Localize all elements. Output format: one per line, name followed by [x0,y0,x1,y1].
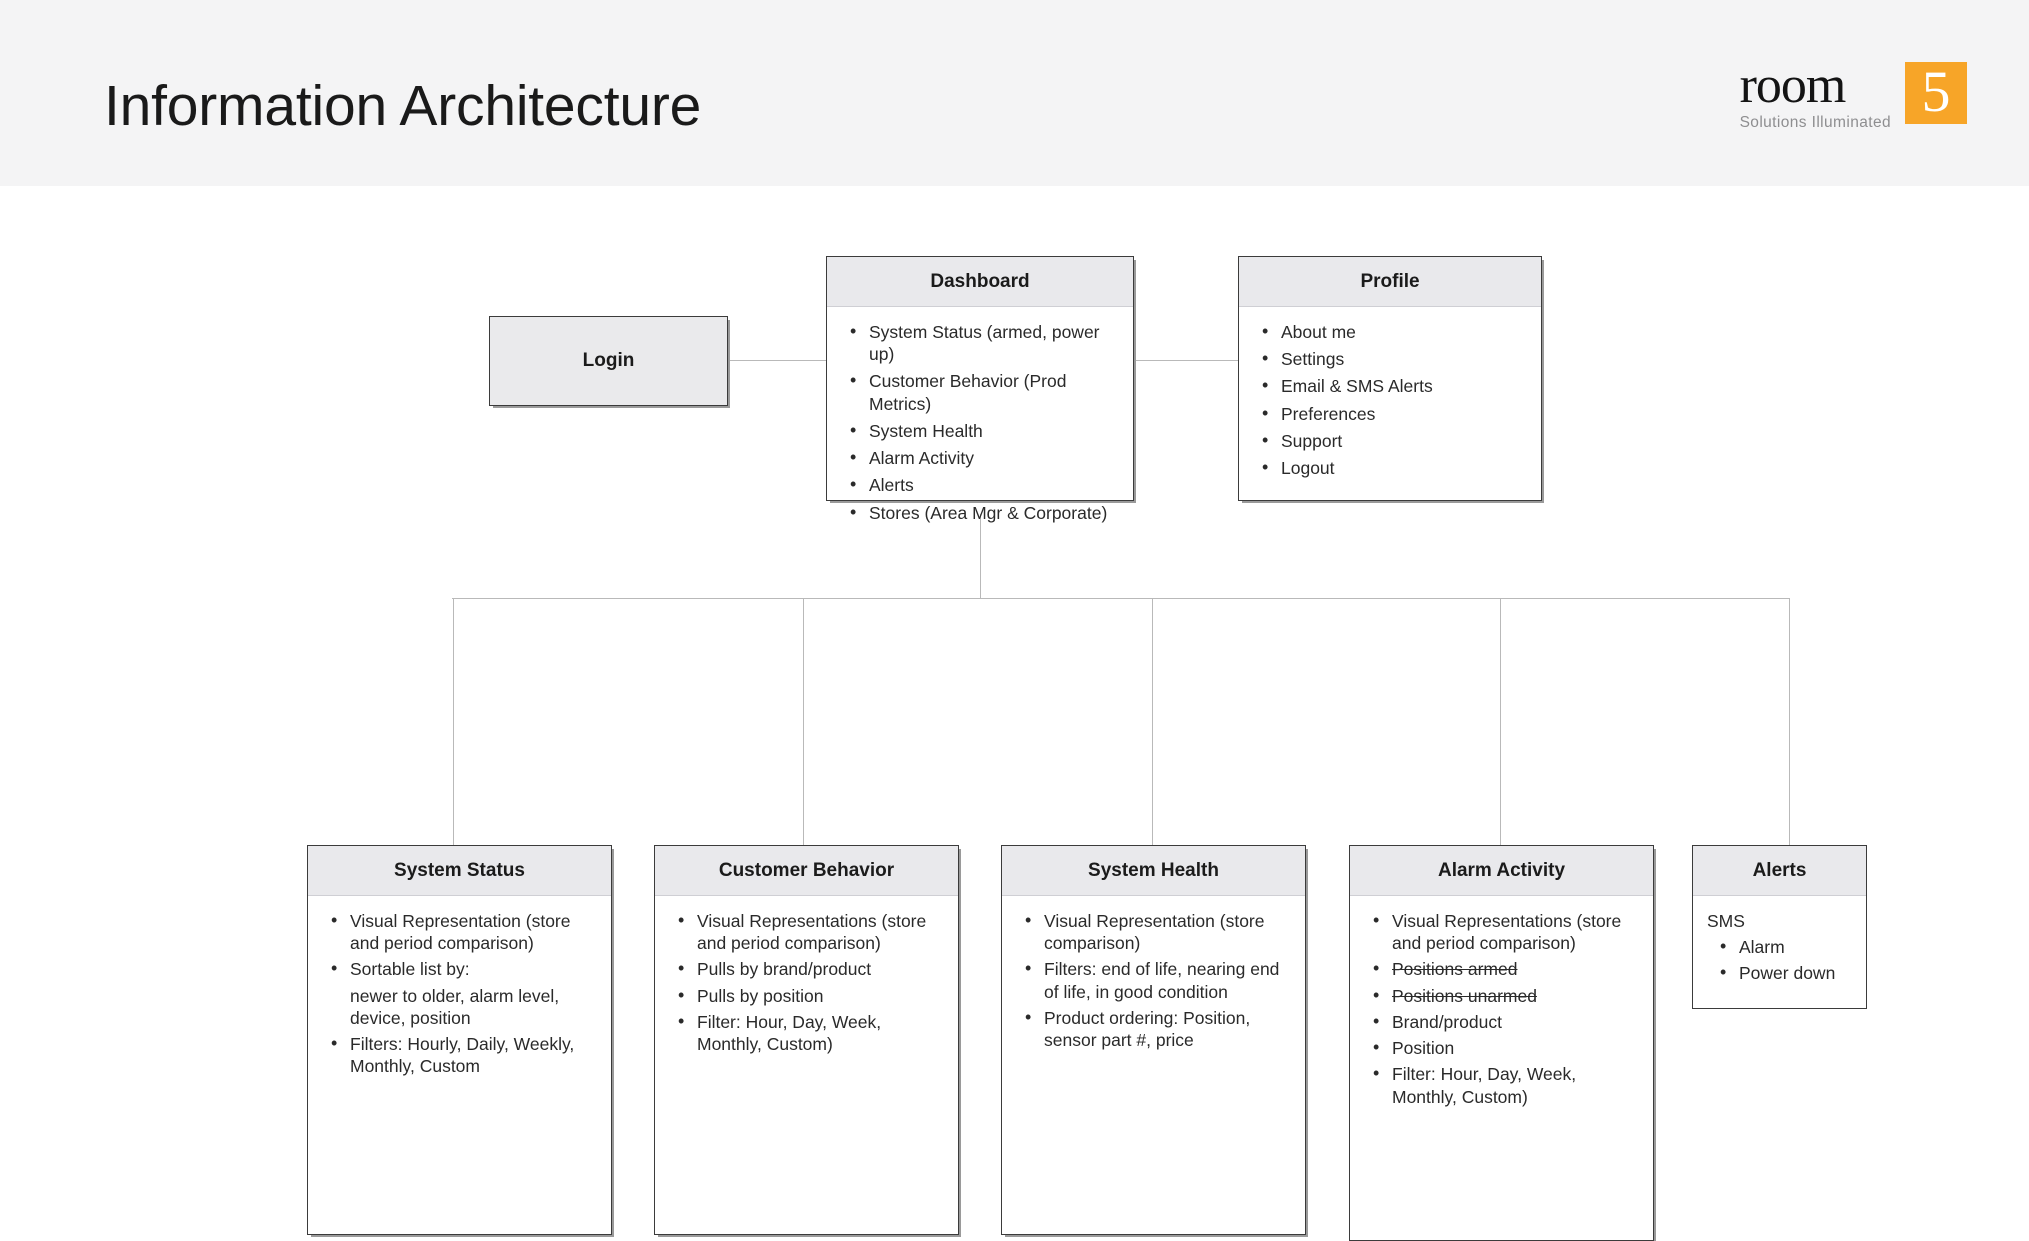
node-dashboard-title: Dashboard [827,257,1133,307]
profile-item-list: About me Settings Email & SMS Alerts Pre… [1255,320,1527,479]
list-item[interactable]: Stores (Area Mgr & Corporate) [850,501,1119,524]
node-system-health-body: Visual Representation (store comparison)… [1002,896,1305,1067]
node-alerts-body: SMS Alarm Power down [1693,896,1866,1001]
list-item[interactable]: Filters: end of life, nearing end of lif… [1025,957,1291,1002]
node-system-status[interactable]: System Status Visual Representation (sto… [307,845,612,1235]
system-health-item-list: Visual Representation (store comparison)… [1018,909,1291,1051]
node-system-status-title: System Status [308,846,611,896]
list-item[interactable]: System Health [850,419,1119,442]
list-item[interactable]: Logout [1262,456,1527,479]
node-customer-behavior-body: Visual Representations (store and period… [655,896,958,1071]
list-item[interactable]: Settings [1262,347,1527,370]
alerts-item-list: Alarm Power down [1707,935,1852,984]
logo-mark-icon: 5 [1905,62,1967,124]
node-system-status-body: Visual Representation (store and period … [308,896,611,1094]
list-item[interactable]: Brand/product [1373,1010,1639,1033]
list-item[interactable]: Preferences [1262,402,1527,425]
node-dashboard[interactable]: Dashboard System Status (armed, power up… [826,256,1134,524]
connector-login-to-dashboard [727,360,826,361]
node-profile[interactable]: Profile About me Settings Email & SMS Al… [1238,256,1542,501]
list-item[interactable]: Support [1262,429,1527,452]
list-item[interactable]: About me [1262,320,1527,343]
list-item[interactable]: Visual Representations (store and period… [678,909,944,954]
list-item[interactable]: Alarm [1720,935,1852,958]
logo-text-block: room Solutions Illuminated [1739,57,1905,132]
connector-drop-alarm-activity [1500,598,1501,845]
information-architecture-diagram: Login Dashboard System Status (armed, po… [0,186,2029,1241]
connector-horizontal-bus [452,598,1790,599]
list-item[interactable]: Alerts [850,473,1119,496]
node-customer-behavior[interactable]: Customer Behavior Visual Representations… [654,845,959,1235]
node-alarm-activity[interactable]: Alarm Activity Visual Representations (s… [1349,845,1654,1241]
connector-dashboard-to-profile [1134,360,1238,361]
logo-wordmark: room [1739,57,1847,114]
node-system-health[interactable]: System Health Visual Representation (sto… [1001,845,1306,1235]
node-profile-title: Profile [1239,257,1541,307]
list-item[interactable]: Customer Behavior (Prod Metrics) [850,369,1119,414]
list-item[interactable]: Position [1373,1036,1639,1059]
list-item[interactable]: System Status (armed, power up) [850,320,1119,365]
connector-drop-customer-behavior [803,598,804,845]
list-item-struck[interactable]: Positions armed [1373,957,1639,980]
list-item[interactable]: Pulls by position [678,984,944,1007]
alarm-activity-item-list: Visual Representations (store and period… [1366,909,1639,1108]
node-profile-body: About me Settings Email & SMS Alerts Pre… [1239,307,1541,496]
node-login[interactable]: Login [489,316,728,406]
list-item[interactable]: Alarm Activity [850,446,1119,469]
connector-dashboard-stem [980,514,981,599]
list-item[interactable]: Pulls by brand/product [678,957,944,980]
page-title: Information Architecture [104,74,702,138]
node-dashboard-body: System Status (armed, power up) Customer… [827,307,1133,541]
customer-behavior-item-list: Visual Representations (store and period… [671,909,944,1055]
list-item[interactable]: Visual Representations (store and period… [1373,909,1639,954]
logo-mark-digit: 5 [1921,58,1951,124]
page-header: Information Architecture room Solutions … [0,0,2029,186]
node-alerts[interactable]: Alerts SMS Alarm Power down [1692,845,1867,1009]
dashboard-item-list: System Status (armed, power up) Customer… [843,320,1119,524]
list-item[interactable]: Visual Representation (store and period … [331,909,597,954]
connector-drop-alerts [1789,598,1790,845]
brand-logo: room Solutions Illuminated 5 [1740,60,1967,131]
list-item[interactable]: Sortable list by: [331,957,597,980]
connector-drop-system-status [453,598,454,845]
node-customer-behavior-title: Customer Behavior [655,846,958,896]
list-item[interactable]: Power down [1720,961,1852,984]
list-item[interactable]: Filter: Hour, Day, Week, Monthly, Custom… [678,1010,944,1055]
alerts-lead-label: SMS [1707,911,1745,931]
list-item[interactable]: Filters: Hourly, Daily, Weekly, Monthly,… [331,1032,597,1077]
list-item[interactable]: Visual Representation (store comparison) [1025,909,1291,954]
system-status-item-list: Visual Representation (store and period … [324,909,597,1078]
connector-drop-system-health [1152,598,1153,845]
node-alarm-activity-title: Alarm Activity [1350,846,1653,896]
list-item-struck[interactable]: Positions unarmed [1373,984,1639,1007]
list-item[interactable]: Product ordering: Position, sensor part … [1025,1006,1291,1051]
list-item-continuation: newer to older, alarm level, device, pos… [350,985,560,1028]
node-login-label: Login [582,350,635,371]
node-alarm-activity-body: Visual Representations (store and period… [1350,896,1653,1124]
list-item[interactable]: Email & SMS Alerts [1262,374,1527,397]
node-system-health-title: System Health [1002,846,1305,896]
node-alerts-title: Alerts [1693,846,1866,896]
logo-tagline: Solutions Illuminated [1739,113,1891,131]
list-item[interactable]: Filter: Hour, Day, Week, Monthly, Custom… [1373,1062,1639,1107]
